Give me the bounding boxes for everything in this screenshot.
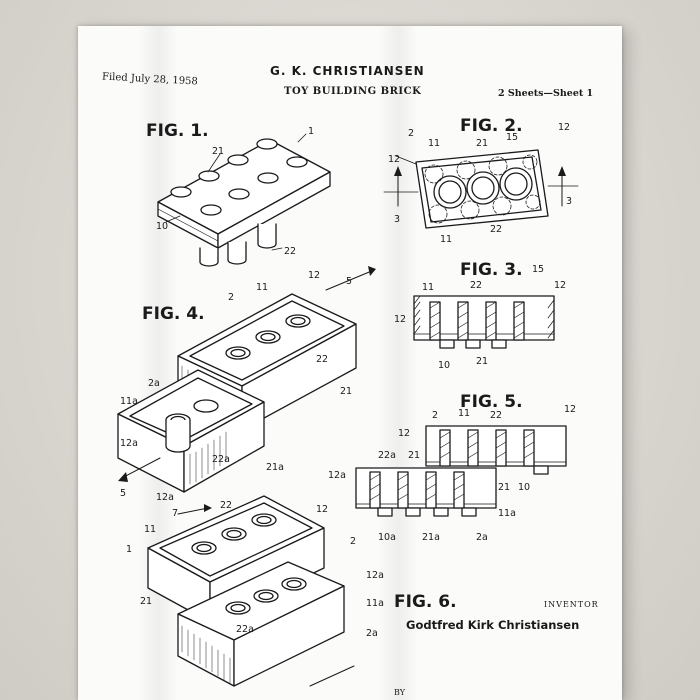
svg-text:22: 22: [470, 280, 482, 291]
patent-tapestry: G. K. CHRISTIANSEN Filed July 28, 1958 T…: [78, 26, 622, 700]
svg-text:3: 3: [394, 214, 400, 225]
svg-text:12a: 12a: [366, 570, 384, 581]
svg-text:2: 2: [228, 292, 234, 303]
fig5-label: FIG. 5.: [460, 392, 523, 412]
svg-text:11: 11: [144, 524, 156, 535]
inventor-label: INVENTOR: [544, 600, 599, 609]
svg-text:22: 22: [284, 246, 296, 257]
svg-text:2: 2: [350, 536, 356, 547]
svg-text:11: 11: [428, 138, 440, 149]
svg-text:3: 3: [566, 196, 572, 207]
svg-text:22: 22: [490, 410, 502, 421]
fig4-stacked-bricks-drawing: [117, 266, 376, 493]
patent-title: TOY BUILDING BRICK: [284, 86, 422, 97]
patent-sheet-number: 2 Sheets—Sheet 1: [498, 88, 594, 99]
svg-text:10: 10: [156, 221, 168, 232]
svg-text:10: 10: [518, 482, 530, 493]
svg-text:11a: 11a: [498, 508, 516, 519]
svg-text:12: 12: [316, 504, 328, 515]
svg-text:2a: 2a: [366, 628, 378, 639]
svg-text:15: 15: [506, 132, 518, 143]
svg-text:15: 15: [532, 264, 544, 275]
svg-text:2: 2: [432, 410, 438, 421]
svg-text:21: 21: [408, 450, 420, 461]
svg-text:12a: 12a: [328, 470, 346, 481]
svg-text:12a: 12a: [120, 438, 138, 449]
svg-text:1: 1: [308, 126, 314, 137]
svg-text:21: 21: [476, 138, 488, 149]
svg-text:5: 5: [346, 276, 352, 287]
fig2-label: FIG. 2.: [460, 116, 523, 136]
fig6-stacked-bricks-drawing: [147, 495, 355, 687]
svg-text:2: 2: [408, 128, 414, 139]
svg-text:11a: 11a: [366, 598, 384, 609]
svg-text:1: 1: [126, 544, 132, 555]
svg-text:21a: 21a: [266, 462, 284, 473]
svg-text:10: 10: [438, 360, 450, 371]
svg-text:11a: 11a: [120, 396, 138, 407]
svg-text:2a: 2a: [476, 532, 488, 543]
svg-text:21a: 21a: [422, 532, 440, 543]
svg-text:10a: 10a: [378, 532, 396, 543]
svg-text:22a: 22a: [212, 454, 230, 465]
fig3-section-drawing: [413, 295, 555, 349]
fig6-label: FIG. 6.: [394, 592, 457, 612]
patent-inventor-header: G. K. CHRISTIANSEN: [270, 64, 425, 78]
svg-text:12: 12: [558, 122, 570, 133]
svg-text:22: 22: [316, 354, 328, 365]
svg-text:12a: 12a: [156, 492, 174, 503]
fig5-stacked-section-drawing: [355, 425, 567, 517]
patent-drawings: 1 21 10 22: [117, 122, 579, 687]
inventor-name: Godtfred Kirk Christiansen: [406, 618, 580, 632]
svg-text:11: 11: [422, 282, 434, 293]
svg-text:12: 12: [388, 154, 400, 165]
fig4-label: FIG. 4.: [142, 304, 205, 324]
svg-text:22: 22: [220, 500, 232, 511]
by-label: BY: [394, 688, 406, 697]
svg-text:21: 21: [476, 356, 488, 367]
fig1-brick-drawing: [157, 133, 331, 267]
svg-text:12: 12: [564, 404, 576, 415]
svg-text:21: 21: [498, 482, 510, 493]
svg-text:12: 12: [308, 270, 320, 281]
svg-text:21: 21: [140, 596, 152, 607]
svg-text:11: 11: [256, 282, 268, 293]
svg-text:5: 5: [120, 488, 126, 499]
svg-text:12: 12: [554, 280, 566, 291]
svg-text:22a: 22a: [378, 450, 396, 461]
fig3-label: FIG. 3.: [460, 260, 523, 280]
svg-text:21: 21: [212, 146, 224, 157]
svg-text:22: 22: [490, 224, 502, 235]
svg-text:2a: 2a: [148, 378, 160, 389]
svg-text:7: 7: [172, 508, 178, 519]
svg-text:12: 12: [398, 428, 410, 439]
svg-text:12: 12: [394, 314, 406, 325]
fig1-label: FIG. 1.: [146, 121, 209, 141]
svg-text:11: 11: [440, 234, 452, 245]
svg-text:11: 11: [458, 408, 470, 419]
fig2-top-view-drawing: [383, 149, 579, 229]
svg-text:21: 21: [340, 386, 352, 397]
fabric-fold: [378, 26, 418, 700]
svg-text:22a: 22a: [236, 624, 254, 635]
